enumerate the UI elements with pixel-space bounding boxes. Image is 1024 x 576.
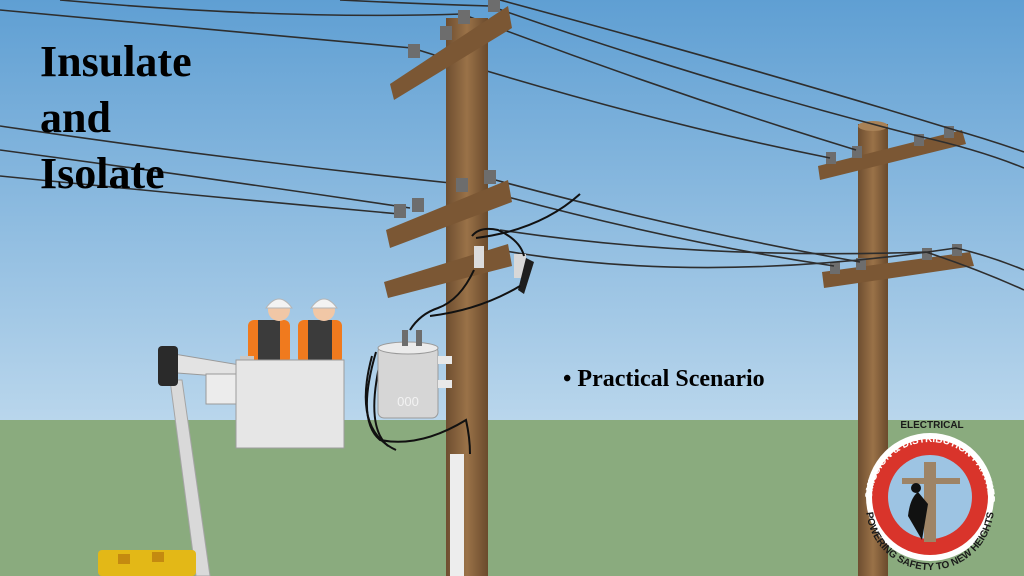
power-lines — [0, 0, 1024, 291]
lineworkers — [240, 298, 342, 378]
transformer — [377, 330, 452, 419]
bullet-item: • Practical Scenario — [563, 366, 765, 393]
transformer-label: 000 — [397, 394, 419, 409]
title-line-2: and — [40, 93, 111, 142]
bullet-text: Practical Scenario — [577, 366, 765, 392]
jumper-cables — [364, 193, 581, 455]
logo-top-text: ELECTRICAL — [900, 420, 963, 431]
bucket-truck — [98, 346, 247, 576]
bullet-marker: • — [563, 366, 572, 392]
title-line-1: Insulate — [40, 37, 192, 86]
title-line-3: Isolate — [40, 149, 165, 198]
main-utility-pole — [384, 0, 534, 576]
slide-title: Insulate and Isolate — [40, 34, 192, 202]
aerial-bucket — [235, 359, 345, 449]
